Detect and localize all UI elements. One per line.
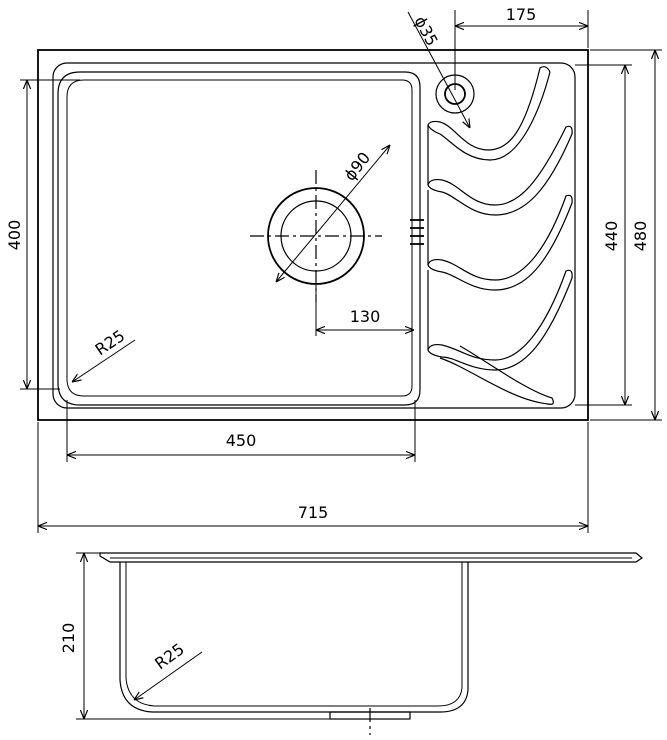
side-view-rim	[99, 552, 644, 563]
overflow-slots	[410, 219, 424, 245]
side-view-bowl	[119, 562, 469, 713]
dim-r25-top-label: R25	[92, 326, 129, 359]
side-view: 210 R25	[59, 552, 644, 735]
top-view: 175 ϕ35 ϕ90 130 R25 400	[5, 5, 662, 533]
dim-drain-offset: 130	[315, 285, 414, 336]
drainer-board	[427, 66, 573, 405]
drain-inner-circle	[280, 200, 352, 272]
bowl-outline	[57, 71, 421, 406]
dim-bowl-width: 450	[66, 400, 416, 462]
dim-drainer-width: 175	[454, 5, 589, 90]
dim-drain-diameter: ϕ90	[276, 145, 390, 282]
bowl-inner-outline	[66, 79, 413, 397]
dim-phi35-label: ϕ35	[410, 13, 441, 49]
drain	[250, 170, 382, 302]
dim-440-label: 440	[602, 221, 621, 252]
dim-corner-radius-top: R25	[72, 326, 136, 382]
dim-overall-height: 480	[590, 49, 662, 421]
dim-130-label: 130	[350, 307, 381, 326]
dim-tap-hole: ϕ35	[407, 11, 470, 128]
dim-480-label: 480	[631, 221, 650, 252]
dim-corner-radius-side: R25	[134, 639, 203, 700]
dim-overall-width: 715	[37, 422, 589, 533]
dim-r25-side-label: R25	[151, 639, 188, 673]
dim-715-label: 715	[298, 503, 329, 522]
sink-inner-outline	[52, 62, 576, 409]
dim-inner-height: 440	[575, 64, 632, 406]
dim-175-label: 175	[506, 5, 537, 24]
dim-400-label: 400	[5, 220, 24, 251]
sink-outer-outline	[37, 49, 589, 421]
dim-phi90-label: ϕ90	[340, 148, 374, 184]
dim-450-label: 450	[226, 431, 257, 450]
dim-bowl-height: 400	[5, 79, 80, 390]
dim-210-label: 210	[59, 623, 78, 654]
dim-bowl-depth: 210	[59, 552, 330, 720]
